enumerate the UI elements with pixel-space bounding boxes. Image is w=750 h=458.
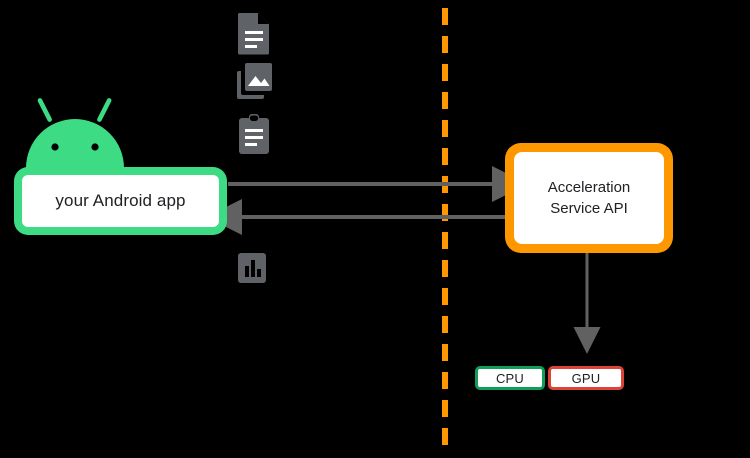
your-android-app-node-inner: your Android app: [22, 175, 219, 227]
photo-library-icon: [236, 62, 274, 102]
android-robot-head-glyph: [26, 98, 124, 168]
your-android-app-node[interactable]: your Android app: [14, 167, 227, 235]
cpu-accelerator-chip[interactable]: CPU: [475, 366, 545, 390]
photo-library-icon-glyph: [237, 63, 272, 99]
dashed-vertical-divider: [442, 8, 448, 450]
your-android-app-label: your Android app: [55, 191, 186, 210]
gpu-accelerator-label: GPU: [571, 370, 601, 386]
gpu-accelerator-chip[interactable]: GPU: [548, 366, 624, 390]
bar-chart-icon: [236, 251, 268, 285]
clipboard-icon: [236, 113, 272, 155]
acceleration-service-api-node-inner: Acceleration Service API: [514, 152, 664, 244]
document-icon-glyph: [238, 13, 269, 55]
acceleration-service-api-label-line2: Service API: [550, 200, 628, 217]
acceleration-service-api-node[interactable]: Acceleration Service API: [505, 143, 673, 253]
bar-chart-icon-glyph: [238, 253, 266, 283]
document-icon: [236, 11, 272, 55]
clipboard-icon-glyph: [239, 114, 269, 154]
cpu-accelerator-label: CPU: [495, 370, 525, 386]
acceleration-service-api-label-line1: Acceleration: [547, 179, 631, 196]
android-robot-head-icon: [22, 96, 128, 172]
